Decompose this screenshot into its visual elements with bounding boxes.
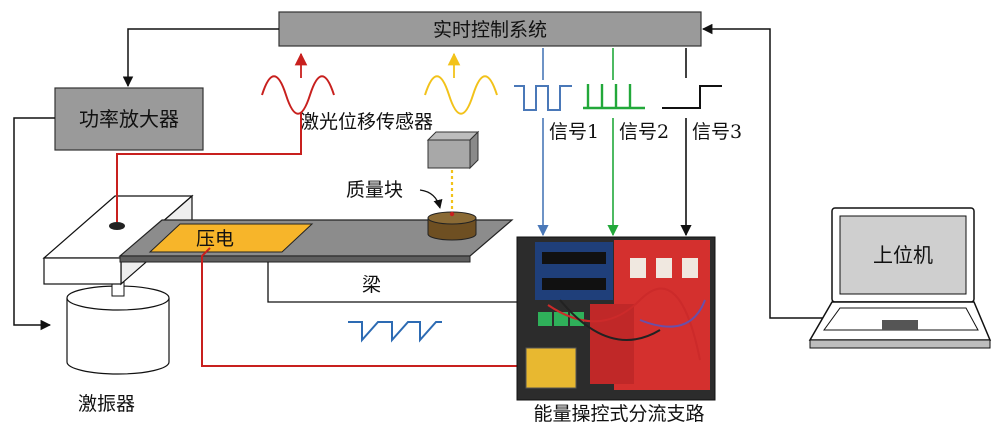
signal3-waveform xyxy=(662,85,722,109)
host-pc-laptop xyxy=(808,207,992,349)
controller-label: 实时控制系统 xyxy=(433,19,547,41)
arrow-amplifier-to-shaker xyxy=(13,117,55,331)
shaker xyxy=(66,277,170,375)
signal2-label: 信号2 xyxy=(619,121,669,143)
mass-pointer-arrow xyxy=(419,189,443,209)
signal2-waveform xyxy=(583,84,645,110)
red-wire-piezo-to-circuit xyxy=(201,247,520,367)
beam-bracket xyxy=(267,262,522,303)
yellow-sine-wave xyxy=(424,75,498,115)
red-wire-clamp-to-amp xyxy=(116,112,302,222)
beam-label: 梁 xyxy=(362,274,381,296)
signal3-label: 信号3 xyxy=(692,121,742,143)
amplifier-box: 功率放大器 xyxy=(54,87,204,151)
shunt-circuit-photo xyxy=(516,236,716,401)
piezo-voltage-waveform xyxy=(348,321,442,343)
red-sine-wave xyxy=(261,75,335,115)
shaker-label: 激振器 xyxy=(78,393,135,415)
arrow-controller-to-amplifier xyxy=(122,28,279,88)
piezo-label: 压电 xyxy=(196,228,234,250)
signal1-label: 信号1 xyxy=(549,121,599,143)
mass-block xyxy=(427,211,477,241)
piezo-patch xyxy=(148,223,314,253)
controller-box: 实时控制系统 xyxy=(278,11,702,47)
arrow-pc-to-controller xyxy=(701,23,828,319)
pc-label: 上位机 xyxy=(873,243,933,267)
laser-sensor-label: 激光位移传感器 xyxy=(300,111,433,133)
signal1-waveform xyxy=(514,85,572,111)
laser-sensor-head xyxy=(426,130,480,170)
circuit-label: 能量操控式分流支路 xyxy=(533,403,704,425)
mass-label: 质量块 xyxy=(346,179,403,201)
amplifier-label: 功率放大器 xyxy=(79,107,179,131)
